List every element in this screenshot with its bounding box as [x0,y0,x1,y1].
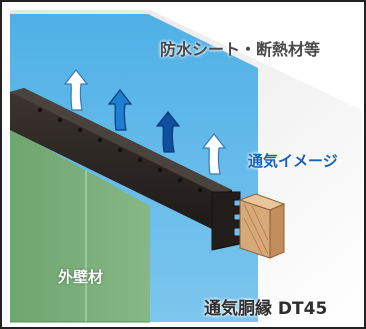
airflow-arrow-blue-icon [107,89,133,131]
wood-end-block [238,193,286,259]
exterior-wall [10,128,150,322]
airflow-arrow-navy-icon [155,111,181,153]
sheet-insulation-label: 防水シート・断熱材等 [160,40,321,59]
product-name-label: 通気胴縁 DT45 [204,299,328,319]
airflow-arrow-white-left-icon [63,69,89,111]
vent-batten [10,88,232,232]
ventilation-image-label: 通気イメージ [248,152,338,170]
airflow-arrows [63,69,227,175]
vent-batten-top [10,88,232,194]
exterior-wall-label: 外壁材 [58,268,104,286]
batten-vent-holes [37,107,203,193]
airflow-arrow-white-right-icon [201,133,227,175]
